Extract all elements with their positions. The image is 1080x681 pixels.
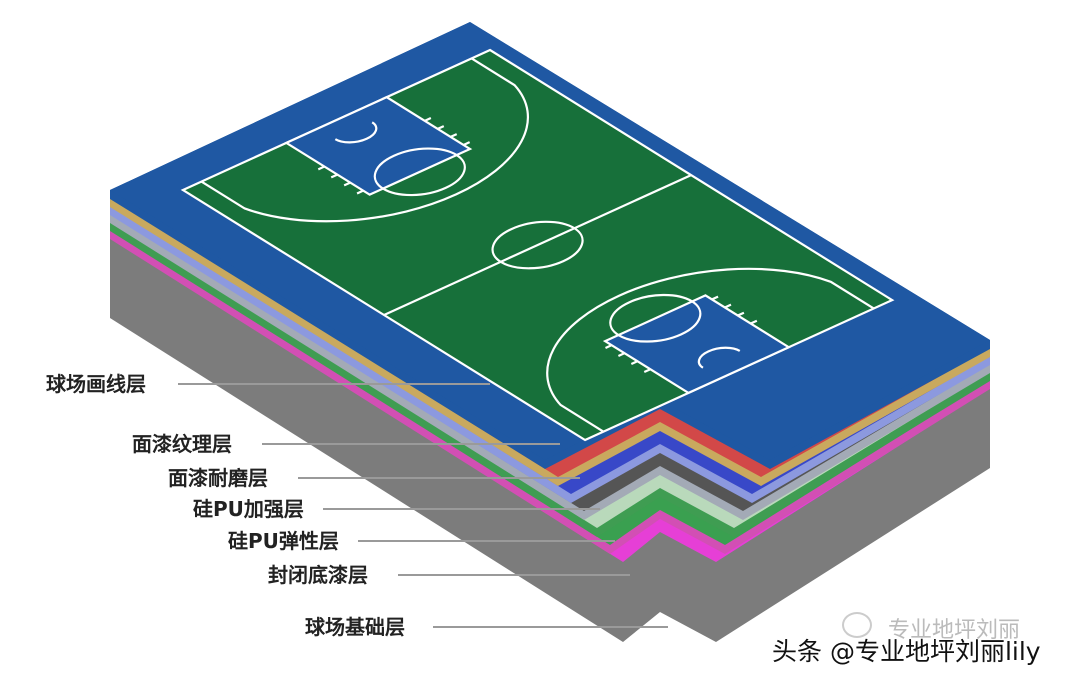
credit-text: 头条 @专业地坪刘丽lily bbox=[772, 637, 1041, 666]
lane-mark bbox=[357, 191, 363, 194]
three-point-line bbox=[201, 58, 591, 255]
label-silicon-pu-reinforce-layer: 硅PU加强层 bbox=[193, 497, 304, 521]
lane-mark bbox=[631, 361, 637, 364]
label-silicon-pu-elastic-layer: 硅PU弹性层 bbox=[228, 529, 339, 553]
lane-mark bbox=[618, 353, 624, 356]
lane-mark bbox=[644, 369, 650, 372]
lane-mark bbox=[331, 175, 337, 178]
label-court-base-layer: 球场基础层 bbox=[305, 615, 405, 639]
lane-mark bbox=[751, 321, 757, 324]
restricted-arc bbox=[335, 122, 385, 147]
lane-mark bbox=[712, 297, 718, 300]
center-circle bbox=[475, 212, 600, 278]
label-sealing-primer-layer: 封闭底漆层 bbox=[268, 563, 368, 587]
lane-mark bbox=[451, 134, 457, 137]
wechat-icon bbox=[842, 612, 872, 638]
key-area bbox=[605, 295, 789, 393]
lane-mark bbox=[344, 183, 350, 186]
basketball-court bbox=[183, 50, 892, 440]
restricted-arc bbox=[690, 343, 740, 368]
three-point-line bbox=[484, 234, 874, 431]
label-court-line-layer: 球场画线层 bbox=[46, 372, 146, 396]
free-throw-circle bbox=[357, 139, 482, 205]
label-topcoat-wear-layer: 面漆耐磨层 bbox=[168, 466, 268, 490]
center-line bbox=[384, 175, 691, 315]
lane-mark bbox=[438, 126, 444, 129]
key-area bbox=[286, 97, 470, 195]
lane-mark bbox=[605, 345, 611, 348]
credit-ghost-text: 专业地坪刘丽 bbox=[888, 618, 1021, 643]
free-throw-circle bbox=[593, 285, 718, 351]
lane-mark bbox=[738, 313, 744, 316]
lane-mark bbox=[425, 118, 431, 121]
label-topcoat-texture-layer: 面漆纹理层 bbox=[132, 432, 232, 456]
leader-lines bbox=[178, 383, 668, 628]
lane-mark bbox=[464, 142, 470, 145]
lane-mark bbox=[725, 305, 731, 308]
lane-mark bbox=[318, 167, 324, 170]
